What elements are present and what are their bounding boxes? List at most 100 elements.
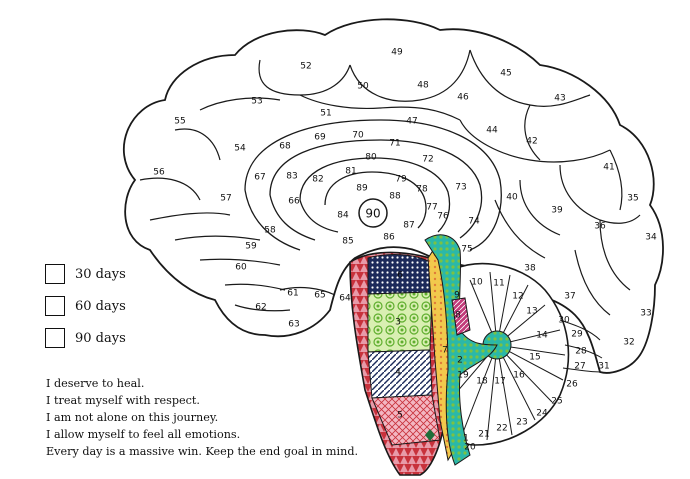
- region-number: 17: [494, 377, 505, 387]
- region-number: 63: [288, 320, 299, 330]
- affirmation-line: I am not alone on this journey.: [46, 411, 219, 424]
- progress-checklist: 30 days 60 days 90 days: [45, 258, 126, 354]
- affirmations-list: I deserve to heal. I treat myself with r…: [46, 375, 358, 460]
- region-number: 42: [526, 137, 537, 147]
- region-number: 12: [512, 292, 523, 302]
- checklist-label: 90 days: [75, 330, 126, 346]
- region-number: 75: [461, 245, 472, 255]
- region-number: 88: [389, 192, 401, 202]
- region-number: 71: [389, 139, 400, 149]
- region-number: 76: [437, 212, 449, 222]
- region-number: 32: [623, 338, 634, 348]
- brainstem: [349, 234, 498, 476]
- region-number: 45: [500, 69, 511, 79]
- checkbox-30-days[interactable]: [45, 264, 65, 284]
- region-number: 80: [365, 153, 377, 163]
- region-number: 29: [571, 330, 583, 340]
- region-number: 77: [426, 203, 437, 213]
- region-number: 47: [406, 117, 417, 127]
- checklist-label: 30 days: [75, 266, 126, 282]
- region-number: 53: [251, 97, 262, 107]
- region-number: 48: [417, 81, 429, 91]
- region-number: 33: [640, 309, 651, 319]
- region-number: 36: [594, 222, 606, 232]
- region-number: 52: [300, 62, 311, 72]
- region-number: 39: [551, 206, 563, 216]
- checklist-item-90-days[interactable]: 90 days: [45, 322, 126, 354]
- checklist-item-30-days[interactable]: 30 days: [45, 258, 126, 290]
- region-number: 28: [575, 347, 587, 357]
- region-number: 31: [598, 362, 609, 372]
- region-number: 21: [478, 430, 489, 440]
- occipital-segments: [559, 319, 603, 373]
- region-number: 66: [288, 197, 300, 207]
- region-number: 56: [153, 168, 165, 178]
- region-number: 79: [395, 175, 407, 185]
- region-number: 8: [455, 311, 461, 321]
- region-number: 3: [395, 318, 401, 328]
- region-number: 23: [516, 418, 527, 428]
- region-number: 9: [454, 291, 460, 301]
- region-number: 84: [337, 211, 349, 221]
- region-number: 58: [264, 226, 276, 236]
- region-number: 4: [395, 368, 401, 378]
- region-number: 59: [245, 242, 257, 252]
- checklist-label: 60 days: [75, 298, 126, 314]
- region-number: 10: [471, 278, 483, 288]
- center-circle: [358, 198, 388, 228]
- region-number: 61: [287, 289, 298, 299]
- region-number: 11: [493, 279, 504, 289]
- region-number: 68: [279, 142, 291, 152]
- region-number: 51: [320, 109, 331, 119]
- region-number: 15: [529, 353, 540, 363]
- center-number: 90: [365, 207, 380, 221]
- region-number: 14: [536, 331, 548, 341]
- region-number: 60: [235, 263, 247, 273]
- region-number: 83: [286, 172, 297, 182]
- region-number: 5: [397, 411, 403, 421]
- region-number: 7: [442, 346, 448, 356]
- region-number: 44: [486, 126, 498, 136]
- checkbox-60-days[interactable]: [45, 296, 65, 316]
- gyri-lines: [139, 49, 641, 316]
- region-number: 78: [416, 185, 428, 195]
- region-number: 54: [234, 144, 246, 154]
- checkbox-90-days[interactable]: [45, 328, 65, 348]
- region-number: 85: [342, 237, 353, 247]
- region-number: 73: [455, 183, 466, 193]
- checklist-item-60-days[interactable]: 60 days: [45, 290, 126, 322]
- affirmation-line: I treat myself with respect.: [46, 394, 200, 407]
- region-number: 24: [536, 409, 548, 419]
- region-number: 69: [314, 133, 326, 143]
- region-number: 55: [174, 117, 185, 127]
- region-number: 22: [496, 424, 507, 434]
- region-number: 50: [357, 82, 369, 92]
- region-number: 74: [468, 217, 480, 227]
- region-number: 72: [422, 155, 433, 165]
- region-number: 62: [255, 303, 266, 313]
- affirmation-line: I deserve to heal.: [46, 377, 145, 390]
- region-number-labels: 1 2 3 4 5 6 7 8 9 10 11 12 13 14 15 16 1…: [153, 48, 657, 453]
- region-number: 49: [391, 48, 403, 58]
- cingulate-arcs: [244, 119, 502, 251]
- region-number: 13: [526, 307, 537, 317]
- region-number: 19: [457, 371, 469, 381]
- region-number: 46: [457, 93, 469, 103]
- region-number: 26: [566, 380, 578, 390]
- region-number: 1: [463, 434, 469, 444]
- affirmation-line: Every day is a massive win. Keep the end…: [46, 445, 359, 458]
- region-number: 86: [383, 233, 395, 243]
- region-number: 18: [476, 377, 488, 387]
- region-number: 43: [554, 94, 565, 104]
- region-number: 70: [352, 131, 364, 141]
- region-number: 16: [513, 371, 525, 381]
- region-number: 38: [524, 264, 536, 274]
- region-number: 25: [551, 397, 562, 407]
- region-number: 30: [558, 316, 570, 326]
- region-number: 20: [464, 443, 476, 453]
- affirmation-line: I allow myself to feel all emotions.: [46, 428, 241, 441]
- region-number: 37: [564, 292, 575, 302]
- region-number: 67: [254, 173, 265, 183]
- region-number: 82: [312, 175, 323, 185]
- region-number: 27: [574, 362, 585, 372]
